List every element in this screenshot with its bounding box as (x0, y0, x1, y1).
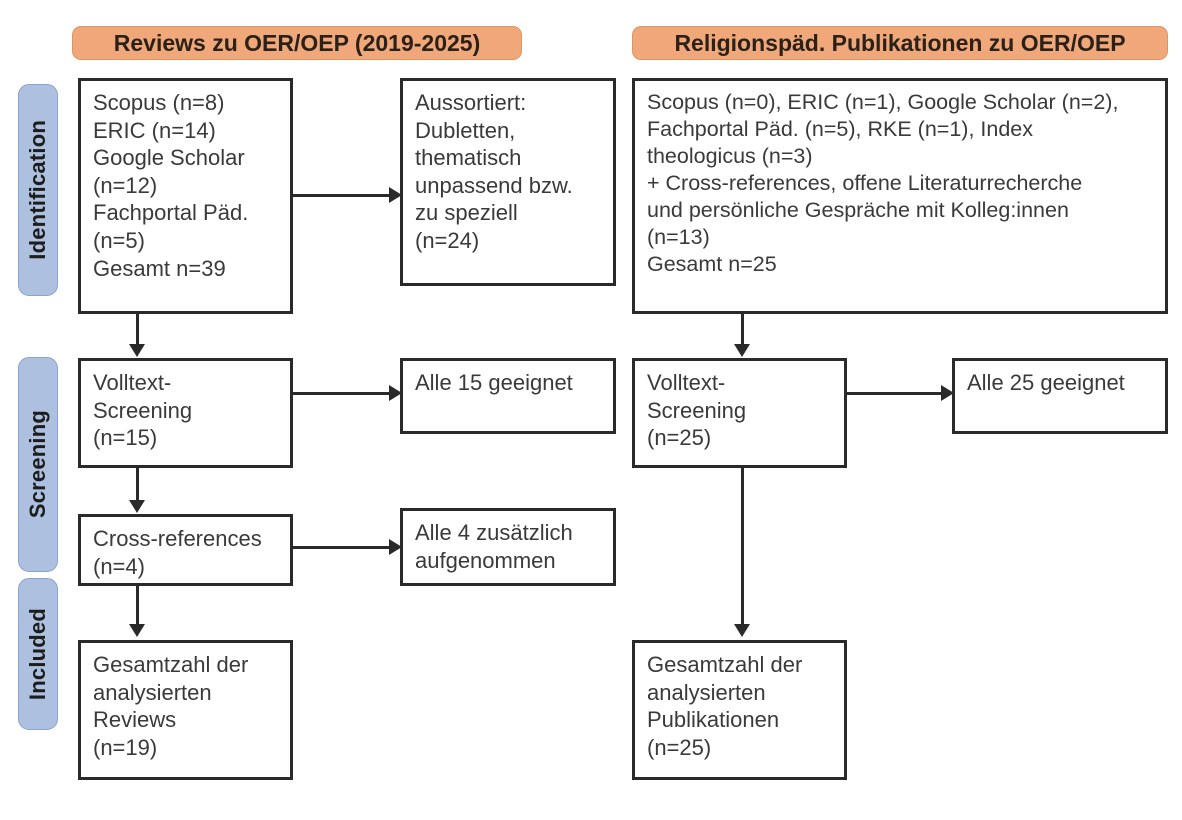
box-right-fulltext-screening-text: Volltext- Screening (n=25) (647, 370, 747, 451)
box-right-identification-sources-text: Scopus (n=0), ERIC (n=1), Google Scholar… (647, 90, 1119, 277)
box-left-screening-result: Alle 15 geeignet (400, 358, 616, 434)
arrowhead-left-screening-to-result (389, 385, 402, 401)
column-header-religionspaed-label: Religionspäd. Publikationen zu OER/OEP (674, 29, 1126, 56)
stage-pill-screening: Screening (18, 357, 58, 572)
arrowhead-left-ident-to-excluded (389, 187, 402, 203)
arrowhead-left-crossref-to-result (389, 539, 402, 555)
box-left-crossreferences-result: Alle 4 zusätzlich aufgenommen (400, 508, 616, 586)
connector-right-ident-to-screening (741, 314, 744, 346)
box-right-screening-result-text: Alle 25 geeignet (967, 370, 1125, 395)
box-left-fulltext-screening: Volltext- Screening (n=15) (78, 358, 293, 468)
box-left-identification-sources-text: Scopus (n=8) ERIC (n=14) Google Scholar … (93, 90, 249, 281)
box-left-identification-sources: Scopus (n=8) ERIC (n=14) Google Scholar … (78, 78, 293, 314)
box-right-screening-result: Alle 25 geeignet (952, 358, 1168, 434)
column-header-religionspaed: Religionspäd. Publikationen zu OER/OEP (632, 26, 1168, 60)
box-right-included-total-text: Gesamtzahl der analysierten Publikatione… (647, 652, 803, 760)
box-left-screening-result-text: Alle 15 geeignet (415, 370, 573, 395)
box-right-included-total: Gesamtzahl der analysierten Publikatione… (632, 640, 847, 780)
connector-left-crossref-to-included (136, 586, 139, 626)
box-left-excluded: Aussortiert: Dubletten, thematisch unpas… (400, 78, 616, 286)
box-left-crossreferences-text: Cross-references (n=4) (93, 526, 262, 579)
connector-left-crossref-to-result (293, 546, 389, 549)
connector-right-screening-to-result (847, 392, 941, 395)
arrowhead-left-ident-to-screening (129, 344, 145, 357)
arrowhead-left-crossref-to-included (129, 624, 145, 637)
stage-pill-identification: Identification (18, 84, 58, 296)
box-left-crossreferences-result-text: Alle 4 zusätzlich aufgenommen (415, 520, 573, 573)
box-right-identification-sources: Scopus (n=0), ERIC (n=1), Google Scholar… (632, 78, 1168, 314)
arrowhead-left-screening-to-crossref (129, 500, 145, 513)
arrowhead-right-ident-to-screening (734, 344, 750, 357)
column-header-reviews-label: Reviews zu OER/OEP (2019-2025) (113, 29, 481, 56)
connector-left-screening-to-crossref (136, 468, 139, 502)
stage-label-identification: Identification (25, 120, 50, 260)
arrowhead-right-screening-to-included (734, 624, 750, 637)
stage-pill-included: Included (18, 578, 58, 730)
box-left-included-total-text: Gesamtzahl der analysierten Reviews (n=1… (93, 652, 249, 760)
arrowhead-right-screening-to-result (941, 385, 954, 401)
box-left-excluded-text: Aussortiert: Dubletten, thematisch unpas… (415, 90, 573, 254)
connector-left-ident-to-screening (136, 314, 139, 346)
connector-left-screening-to-result (293, 392, 389, 395)
box-left-fulltext-screening-text: Volltext- Screening (n=15) (93, 370, 193, 451)
connector-right-screening-to-included (741, 468, 744, 626)
box-left-included-total: Gesamtzahl der analysierten Reviews (n=1… (78, 640, 293, 780)
stage-label-screening: Screening (25, 410, 50, 519)
stage-label-included: Included (25, 607, 50, 701)
column-header-reviews: Reviews zu OER/OEP (2019-2025) (72, 26, 522, 60)
box-left-crossreferences: Cross-references (n=4) (78, 514, 293, 586)
connector-left-ident-to-excluded (293, 194, 389, 197)
box-right-fulltext-screening: Volltext- Screening (n=25) (632, 358, 847, 468)
